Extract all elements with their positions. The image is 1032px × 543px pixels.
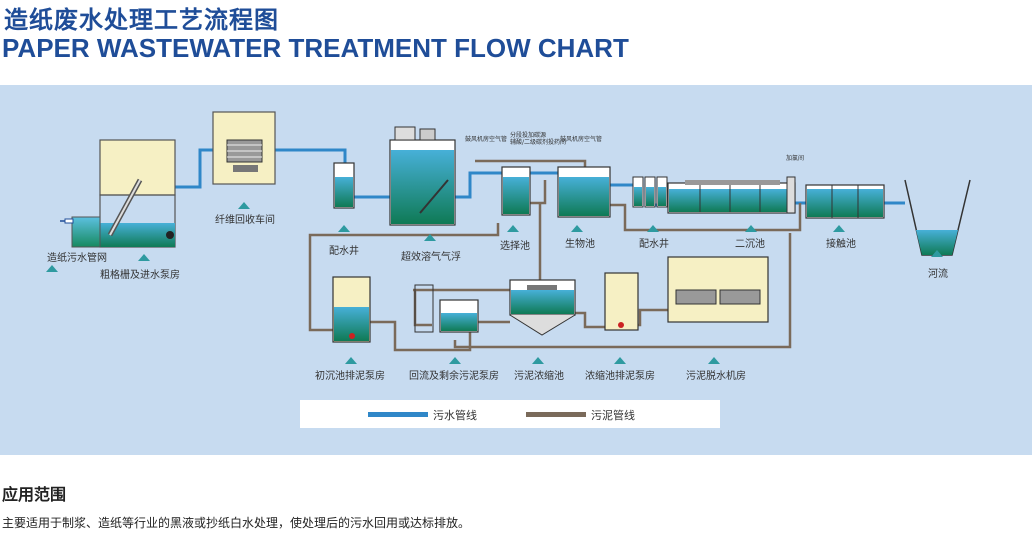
note-dosing-2: 辅酸/二级碳剂投药间 [510,139,567,146]
label-dist-well-2: 配水井 [639,239,669,250]
note-dosing-room: 加氯间 [786,155,805,162]
label-dewatering: 污泥脱水机房 [686,371,746,382]
label-return-sludge-pump: 回流及剩余污泥泵房 [409,371,499,382]
label-river: 河流 [928,269,948,280]
label-contact-tank: 接触池 [826,239,856,250]
screen-pump-house [64,139,176,248]
application-text: 主要适用于制浆、造纸等行业的黑液或抄纸白水处理，使处理后的污水回用或达标排放。 [2,516,471,530]
note-dosing-1: 分段投加碳源 [510,132,547,139]
label-thickener: 污泥浓缩池 [514,371,564,382]
secondary-clarifier [667,176,796,214]
note-air-pipe-2: 鼓风机房空气管 [560,136,603,143]
note-air-pipe-1: 鼓风机房空气管 [465,136,508,143]
application-heading: 应用范围 [2,485,67,504]
label-bio-tank: 生物池 [565,239,595,250]
label-fiber-recovery: 纤维回收车间 [215,215,275,226]
flow-diagram: 造纸污水管网 粗格栅及进水泵房 纤维回收车间 配水井 超效溶气气浮 选择池 生物… [0,85,1032,455]
thickener [509,279,576,336]
legend-sludge-line-swatch [526,412,586,417]
label-primary-sludge-pump: 初沉池排泥泵房 [315,371,385,382]
diagram-drawing [46,111,971,364]
label-daf: 超效溶气气浮 [401,252,461,263]
legend: 污水管线 污泥管线 [300,400,720,428]
legend-sewage-label: 污水管线 [433,409,477,422]
daf-unit [389,126,456,226]
label-selector: 选择池 [500,241,530,252]
label-screen-pump: 粗格栅及进水泵房 [100,270,180,281]
label-thickener-pump: 浓缩池排泥泵房 [585,371,655,382]
label-dist-well-1: 配水井 [329,246,359,257]
legend-sewage-line-swatch [368,412,428,417]
title-en: PAPER WASTEWATER TREATMENT FLOW CHART [2,33,629,63]
label-inlet-pipe: 造纸污水管网 [47,253,107,264]
label-secondary-clarifier: 二沉池 [735,239,765,250]
fiber-recovery-building [212,111,276,185]
legend-sludge-label: 污泥管线 [591,409,635,422]
title-cn: 造纸废水处理工艺流程图 [4,6,279,34]
